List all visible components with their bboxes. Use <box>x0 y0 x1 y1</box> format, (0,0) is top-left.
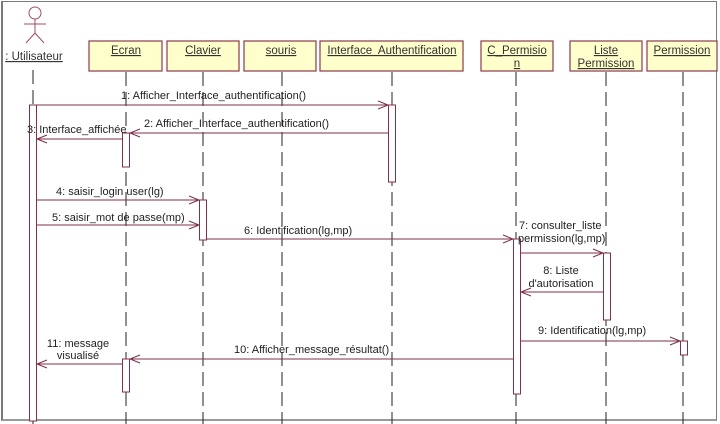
message-3-label: 3: Interface_affichée <box>27 124 126 136</box>
arrowhead-icon <box>502 234 515 244</box>
stick-figure-icon <box>24 6 46 44</box>
message-10-label: 10: Afficher_message_résultat() <box>234 344 389 356</box>
message-8-label-line2: d'autorisation <box>528 278 593 290</box>
object-interface-authentification[interactable]: Interface Authentification <box>319 40 464 72</box>
object-label-line2: n <box>514 58 520 70</box>
actor-head <box>28 6 42 20</box>
object-box <box>243 40 317 72</box>
message-11-label-line1: 11: message <box>47 338 109 350</box>
message-6[interactable] <box>207 234 515 244</box>
actor-label: : Utilisateur <box>5 51 63 63</box>
object-label: Clavier <box>185 45 221 57</box>
message-5[interactable] <box>37 220 201 230</box>
activation-cpermision <box>513 238 521 395</box>
object-box <box>569 40 643 72</box>
object-liste-permission[interactable]: Liste Permission <box>569 40 643 72</box>
arrowhead-icon <box>188 195 201 205</box>
object-label: souris <box>266 45 297 57</box>
object-label: Ecran <box>111 45 141 57</box>
message-6-label: 6: Identification(lg,mp) <box>244 225 352 237</box>
activation-clavier <box>199 199 207 241</box>
message-9[interactable] <box>521 336 682 346</box>
message-4-label: 4: saisir_login user(lg) <box>56 186 164 198</box>
arrowhead-icon <box>188 220 201 230</box>
message-11-label-line2: visualisé <box>57 350 99 362</box>
arrowhead-icon <box>128 354 141 364</box>
message-1-label: 1: Afficher_Interface_authentification() <box>121 90 306 102</box>
actor-left-leg <box>25 32 36 44</box>
object-box <box>480 40 554 72</box>
object-label: Interface Authentification <box>327 45 456 57</box>
message-7-label-line2: permission(lg,mp) <box>518 233 605 245</box>
message-7[interactable] <box>521 248 605 258</box>
message-labels: 1: Afficher_Interface_authentification()… <box>27 90 646 362</box>
activation-permission <box>680 340 688 356</box>
message-2[interactable] <box>128 128 388 138</box>
activations <box>29 104 688 422</box>
object-label-line1: C_Permisio <box>487 45 546 57</box>
message-10[interactable] <box>128 354 513 364</box>
message-3[interactable] <box>35 134 122 144</box>
arrowhead-icon <box>35 134 48 144</box>
actor-utilisateur[interactable]: : Utilisateur <box>5 6 63 63</box>
activation-ecran-2 <box>122 358 130 393</box>
message-2-label: 2: Afficher_Interface_authentification() <box>144 118 329 130</box>
activation-utilisateur <box>29 104 37 422</box>
object-box <box>646 40 718 72</box>
object-label-line1: Liste <box>594 45 618 57</box>
arrowhead-icon <box>669 336 682 346</box>
object-box <box>319 40 464 72</box>
activation-listepermission <box>603 252 611 321</box>
object-label: Permission <box>654 45 711 57</box>
arrowhead-icon <box>377 100 390 110</box>
message-8-label-line1: 8: Liste <box>543 265 578 277</box>
arrowhead-icon <box>592 248 605 258</box>
activation-interface <box>388 104 396 183</box>
message-5-label: 5: saisir_mot de passe(mp) <box>52 212 185 224</box>
activation-ecran-1 <box>122 132 130 168</box>
messages <box>35 100 682 369</box>
arrowhead-icon <box>519 287 532 297</box>
object-box <box>88 40 163 72</box>
lifelines <box>32 70 684 424</box>
message-8[interactable] <box>519 287 603 297</box>
message-11[interactable] <box>35 359 122 369</box>
object-ecran[interactable]: Ecran <box>88 40 163 72</box>
actor-right-leg <box>34 32 45 44</box>
object-clavier[interactable]: Clavier <box>166 40 240 72</box>
message-9-label: 9: Identification(lg,mp) <box>538 325 646 337</box>
arrowhead-icon <box>128 128 141 138</box>
message-7-label-line1: 7: consulter_liste <box>519 220 602 232</box>
arrowhead-icon <box>35 359 48 369</box>
object-box <box>166 40 240 72</box>
message-4[interactable] <box>37 195 201 205</box>
object-permission[interactable]: Permission <box>646 40 718 72</box>
object-souris[interactable]: souris <box>243 40 317 72</box>
object-label-line2: Permission <box>578 58 635 70</box>
message-1[interactable] <box>37 100 390 110</box>
object-c-permision[interactable]: C_Permisio n <box>480 40 554 72</box>
